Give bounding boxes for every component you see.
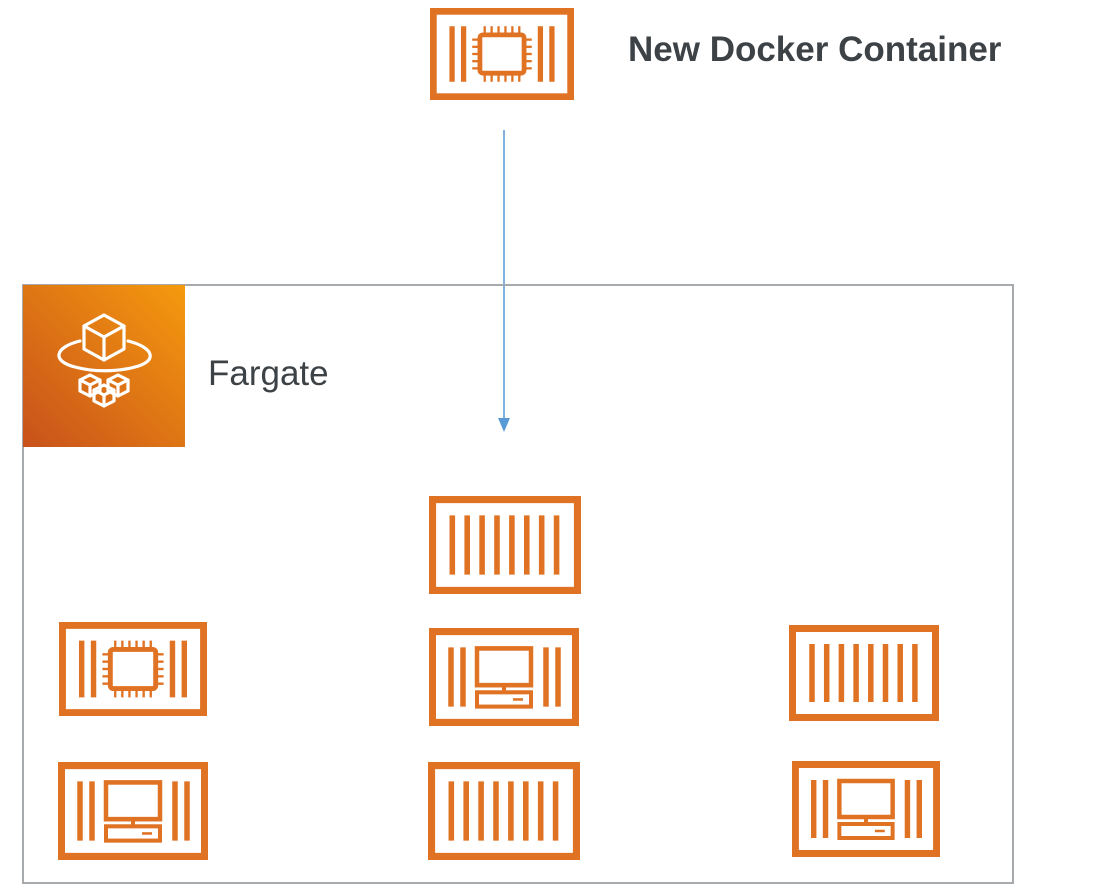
- fargate-icon: [23, 285, 185, 447]
- container-plain-icon: [789, 625, 939, 721]
- new-container-chip-icon: [430, 8, 574, 100]
- fargate-label: Fargate: [208, 354, 329, 393]
- fargate-group: [22, 284, 1014, 884]
- container-plain-icon: [429, 496, 581, 594]
- diagram-title: New Docker Container: [628, 30, 1002, 69]
- container-computer-icon: [792, 761, 940, 857]
- container-computer-icon: [58, 762, 208, 860]
- deploy-arrow: [494, 130, 514, 440]
- container-plain-icon: [428, 762, 580, 860]
- container-chip-icon: [59, 622, 207, 716]
- container-computer-icon: [429, 628, 579, 726]
